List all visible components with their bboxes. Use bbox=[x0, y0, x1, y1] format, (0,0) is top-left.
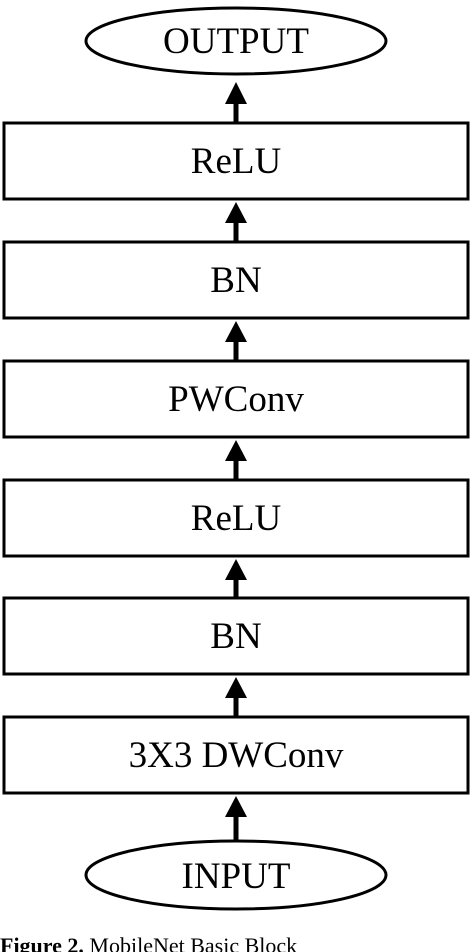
figure-caption: Figure 2. MobileNet Basic Block bbox=[0, 931, 472, 952]
arrow-dwconv-to-bn bbox=[225, 677, 247, 717]
layer-label: ReLU bbox=[191, 141, 281, 182]
layer-box-relu-bottom: ReLU bbox=[2, 478, 470, 558]
caption-label: Figure 2. bbox=[0, 933, 84, 952]
layer-box-relu-top: ReLU bbox=[2, 121, 470, 201]
input-node: INPUT bbox=[84, 839, 388, 911]
arrow-relu-to-pwconv bbox=[225, 440, 247, 480]
caption-text: MobileNet Basic Block bbox=[89, 933, 298, 952]
layer-box-bn-top: BN bbox=[2, 240, 470, 320]
arrow-bn-to-relu bbox=[225, 559, 247, 598]
layer-label: PWConv bbox=[168, 379, 304, 420]
arrow-bn-to-relu-top bbox=[225, 202, 247, 242]
arrow-input-to-dwconv bbox=[225, 796, 247, 841]
layer-label: ReLU bbox=[191, 498, 281, 539]
layer-box-bn-bottom: BN bbox=[2, 596, 470, 676]
input-label: INPUT bbox=[182, 856, 291, 897]
layer-box-dwconv: 3X3 DWConv bbox=[2, 715, 470, 795]
arrow-pwconv-to-bn bbox=[225, 321, 247, 361]
output-label: OUTPUT bbox=[163, 21, 309, 62]
output-node: OUTPUT bbox=[84, 6, 388, 76]
layer-box-pwconv: PWConv bbox=[2, 359, 470, 439]
layer-label: BN bbox=[210, 260, 261, 301]
arrow-relu-to-output bbox=[225, 82, 247, 123]
layer-label: BN bbox=[210, 616, 261, 657]
layer-label: 3X3 DWConv bbox=[129, 735, 344, 776]
